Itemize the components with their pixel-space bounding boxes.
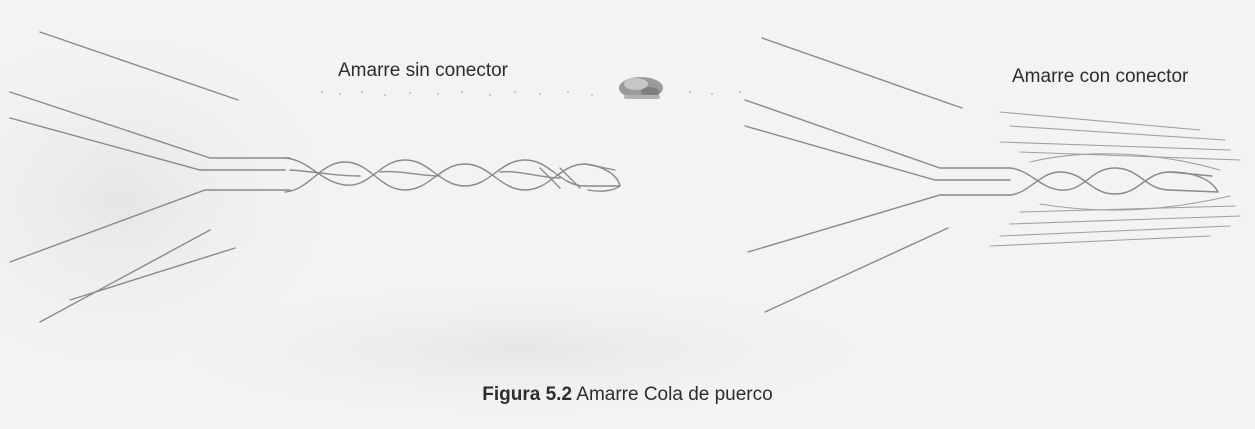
twist-end-loop — [584, 163, 621, 192]
label-without-connector: Amarre sin conector — [338, 60, 509, 81]
connector-icon — [619, 77, 663, 99]
background-shade-bottom — [190, 290, 850, 410]
splice-with-connector — [744, 37, 1219, 313]
upper-wire-top-strand — [39, 31, 239, 101]
background-shade-left — [0, 40, 320, 360]
twist-end-mark-2 — [559, 167, 581, 189]
twist-end-mark-1 — [539, 167, 561, 189]
twist-strand-c — [289, 169, 561, 179]
lower-wire-short — [69, 247, 236, 301]
twist-end-loop — [1169, 171, 1219, 193]
upper-wire-top — [761, 37, 963, 109]
twist-strand-a — [1009, 167, 1219, 193]
scan-dots — [321, 91, 741, 96]
label-with-connector: Amarre con conector — [1012, 66, 1189, 87]
figure-title: Amarre Cola de puerco — [576, 384, 773, 405]
splice-without-connector — [9, 31, 621, 323]
figure-caption: Figura 5.2 Amarre Cola de puerco — [0, 384, 1255, 406]
twist-strand-b — [284, 161, 616, 193]
lower-wire-outer — [747, 194, 1011, 253]
upper-wire-inner — [9, 117, 286, 171]
connector-coil — [989, 111, 1241, 247]
figure-number: Figura 5.2 — [482, 384, 573, 405]
lower-wire-outer — [9, 189, 291, 263]
upper-wire-inner — [744, 125, 1011, 181]
lower-wire-inner — [764, 227, 949, 313]
upper-wire-outer — [744, 99, 1011, 169]
twist-strand-b — [1009, 171, 1213, 196]
lower-wire-inner — [39, 229, 211, 323]
upper-wire-outer — [9, 91, 291, 159]
twist-strand-a — [284, 157, 621, 187]
